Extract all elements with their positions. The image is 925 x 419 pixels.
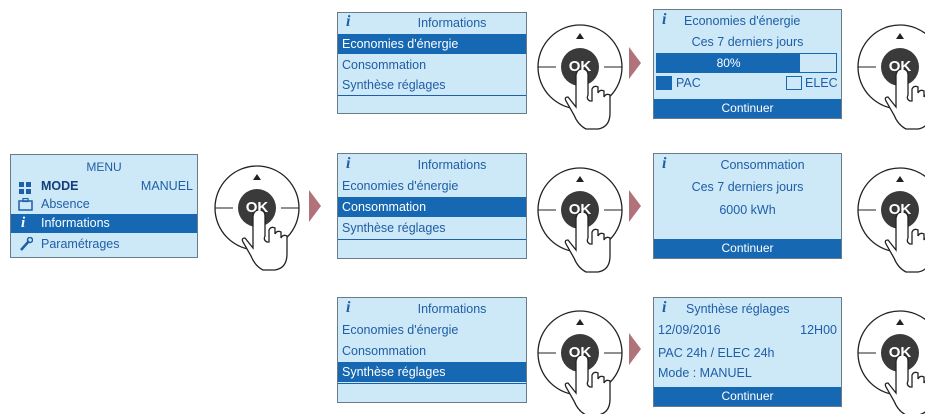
divider [338, 95, 526, 96]
info-item-economies[interactable]: Economies d'énergie [342, 323, 459, 337]
arrow-right-icon [629, 47, 641, 79]
menu-item-informations-label: Informations [41, 216, 110, 230]
legend-pac: PAC [676, 76, 701, 90]
ok-dial-graphic [857, 310, 925, 414]
info-icon: i [662, 11, 667, 28]
synthese-line2: Mode : MANUEL [658, 366, 752, 380]
info-icon: i [662, 155, 667, 172]
ok-label: OK [245, 199, 269, 216]
consommation-value: 6000 kWh [719, 203, 776, 217]
menu-item-absence-label: Absence [41, 197, 90, 211]
legend-elec: ELEC [805, 76, 838, 90]
economies-title: Economies d'énergie [684, 14, 801, 28]
info-item-synthese[interactable]: Synthèse réglages [338, 362, 526, 382]
divider [338, 239, 526, 240]
ok-label: OK [568, 58, 592, 75]
consommation-title: Consommation [720, 158, 805, 172]
info-icon: i [21, 215, 26, 231]
synthese-line1: PAC 24h / ELEC 24h [658, 346, 775, 360]
menu-item-mode[interactable]: MODE MANUEL [11, 176, 197, 196]
ok-button-menu[interactable]: OK [213, 158, 303, 273]
consommation-screen: i Consommation Ces 7 derniers jours 6000… [653, 153, 842, 259]
ok-button-row1[interactable]: OK [536, 17, 626, 132]
savings-percent-label: 80% [716, 56, 741, 70]
info-menu-screen-2: i Informations Economies d'énergie Conso… [337, 153, 527, 259]
arrow-right-icon [309, 190, 321, 222]
ok-button-row3-right[interactable]: OK [856, 303, 925, 414]
synthese-screen: i Synthèse réglages 12/09/2016 12H00 PAC… [653, 297, 842, 407]
ok-dial-graphic [857, 24, 925, 130]
continue-button[interactable]: Continuer [654, 99, 841, 118]
synthese-title: Synthèse réglages [686, 302, 790, 316]
info-item-synthese[interactable]: Synthèse réglages [342, 221, 446, 235]
ok-label: OK [888, 201, 912, 218]
menu-item-mode-label: MODE [41, 179, 79, 193]
ok-button-row2[interactable]: OK [536, 160, 626, 275]
ok-dial-graphic [537, 24, 623, 130]
ok-label: OK [568, 344, 592, 361]
arrow-right-icon [629, 333, 641, 365]
info-menu-screen-1: i Informations Economies d'énergie Conso… [337, 12, 527, 114]
suitcase-icon [18, 197, 33, 217]
ok-dial-graphic [214, 165, 300, 271]
legend-elec-swatch [786, 76, 802, 90]
ok-label: OK [888, 344, 912, 361]
menu-title: MENU [86, 160, 122, 174]
economies-screen: i Economies d'énergie Ces 7 derniers jou… [653, 9, 842, 119]
synthese-time: 12H00 [800, 323, 837, 337]
info-menu-screen-3: i Informations Economies d'énergie Conso… [337, 297, 527, 403]
mode-grid-icon [19, 180, 31, 194]
ok-label: OK [888, 58, 912, 75]
info-menu-title: Informations [417, 16, 487, 30]
ok-button-row3[interactable]: OK [536, 303, 626, 416]
ok-label: OK [568, 201, 592, 218]
menu-item-parametrages[interactable]: Paramétrages [11, 234, 197, 254]
info-icon: i [346, 13, 351, 30]
divider [338, 383, 526, 384]
info-item-synthese[interactable]: Synthèse réglages [342, 78, 446, 92]
info-item-economies[interactable]: Economies d'énergie [338, 34, 526, 54]
economies-period: Ces 7 derniers jours [691, 35, 804, 49]
savings-progress-fill [657, 54, 801, 72]
info-icon: i [662, 299, 667, 316]
info-item-consommation[interactable]: Consommation [342, 58, 427, 72]
menu-item-mode-value: MANUEL [140, 179, 193, 193]
menu-item-absence[interactable]: Absence [11, 194, 197, 214]
continue-button[interactable]: Continuer [654, 387, 841, 406]
savings-progress-bar: 80% [656, 53, 837, 73]
ok-button-row1-right[interactable]: OK [856, 17, 925, 132]
main-menu-screen: MENU MODE MANUEL Absence i Informations … [10, 154, 198, 258]
legend-pac-swatch [656, 76, 672, 90]
info-icon: i [346, 299, 351, 316]
continue-button[interactable]: Continuer [654, 239, 841, 258]
menu-item-informations[interactable]: i Informations [11, 214, 197, 233]
info-item-consommation[interactable]: Consommation [342, 344, 427, 358]
ok-dial-graphic [537, 310, 623, 416]
info-item-economies[interactable]: Economies d'énergie [342, 179, 459, 193]
info-item-consommation[interactable]: Consommation [338, 197, 526, 217]
ok-button-row2-right[interactable]: OK [856, 160, 925, 275]
arrow-right-icon [629, 190, 641, 222]
info-menu-title: Informations [417, 302, 487, 316]
consommation-period: Ces 7 derniers jours [691, 180, 804, 194]
ok-dial-graphic [537, 167, 623, 273]
info-icon: i [346, 155, 351, 172]
synthese-date: 12/09/2016 [658, 323, 721, 337]
menu-item-parametrages-label: Paramétrages [41, 237, 120, 251]
ok-dial-graphic [857, 167, 925, 273]
info-menu-title: Informations [417, 158, 487, 172]
wrench-icon [19, 236, 34, 257]
